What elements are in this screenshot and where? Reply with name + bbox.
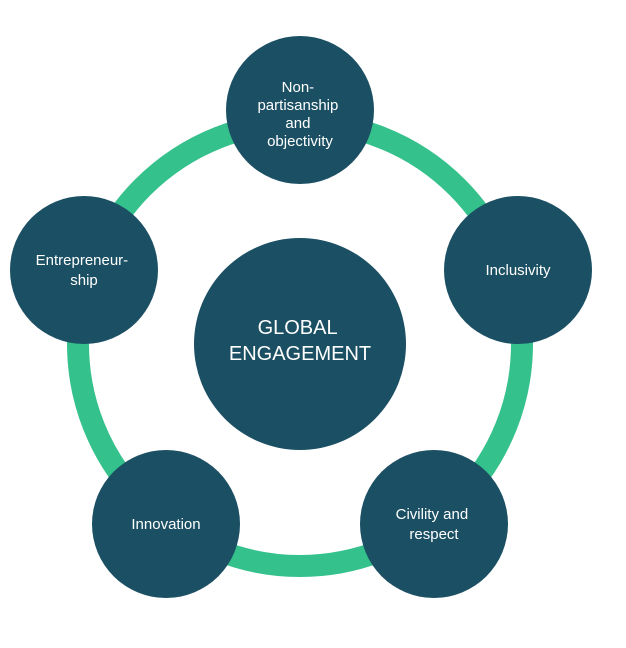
center-hub-circle [194,238,406,450]
node-label-line: Entrepreneur- [36,252,129,269]
node-non-partisanship: Non- partisanship and objectivity [226,36,374,184]
node-label-line: partisanship [257,97,338,114]
node-label-line: Non- [282,79,315,96]
node-innovation: Innovation [92,450,240,598]
node-circle [10,196,158,344]
node-circle [444,196,592,344]
node-circle [226,36,374,184]
node-inclusivity: Inclusivity [444,196,592,344]
node-circle [360,450,508,598]
node-label-line: Innovation [131,516,200,533]
node-label: Innovation [131,516,200,533]
center-hub-label: GLOBAL ENGAGEMENT [229,317,371,365]
node-label-line: Inclusivity [485,262,551,279]
node-label: Entrepreneur- ship [36,252,133,289]
node-label: Non- partisanship and objectivity [257,79,342,150]
center-hub-label-line: GLOBAL [258,317,338,339]
node-civility-and-respect: Civility and respect [360,450,508,598]
node-label-line: Civility and [396,506,469,523]
center-hub: GLOBAL ENGAGEMENT [194,238,406,450]
node-label-line: respect [409,526,459,543]
center-hub-label-line: ENGAGEMENT [229,343,371,365]
node-label-line: and [285,115,310,132]
node-circle [92,450,240,598]
node-label: Inclusivity [485,262,551,279]
node-label-line: ship [70,272,98,289]
node-label-line: objectivity [267,133,333,150]
node-entrepreneurship: Entrepreneur- ship [10,196,158,344]
node-label: Civility and respect [396,506,473,543]
